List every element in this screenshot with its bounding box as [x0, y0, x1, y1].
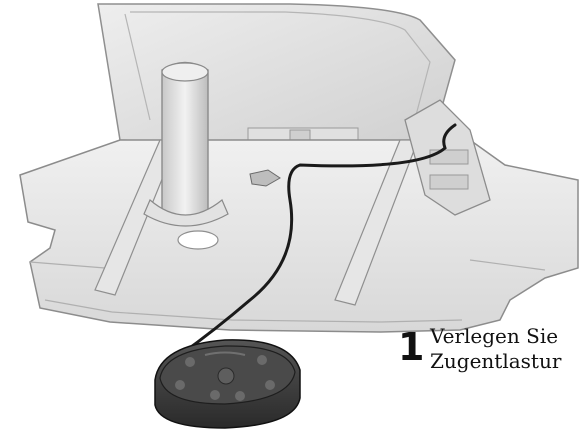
foot-pedal — [154, 339, 301, 429]
step-number: 1 — [398, 325, 425, 369]
step-text-line-2: Zugentlastur — [430, 349, 562, 373]
step-text: Verlegen Sie Zugentlastur — [430, 324, 561, 374]
step-instruction: 1 Verlegen Sie Zugentlastur — [398, 324, 579, 384]
cable — [178, 123, 457, 357]
backrest — [97, 3, 456, 151]
base-plate — [19, 99, 579, 333]
step-text-line-1: Verlegen Sie — [430, 324, 559, 348]
post — [143, 61, 229, 227]
